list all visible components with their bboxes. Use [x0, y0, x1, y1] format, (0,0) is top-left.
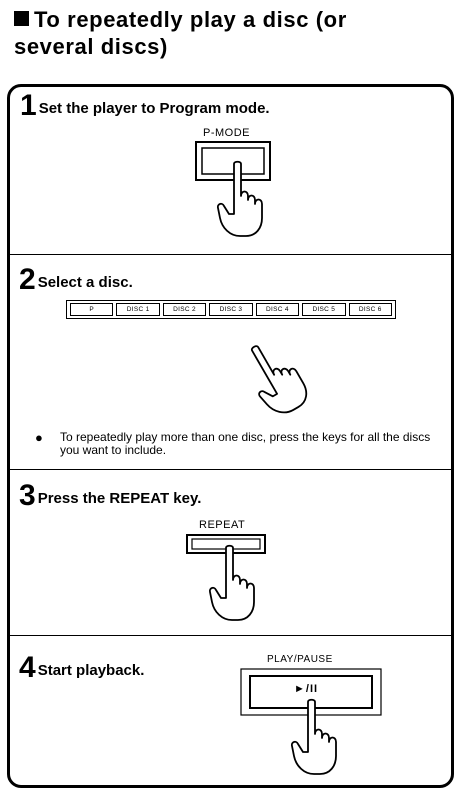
disc-key-1[interactable]: DISC 1 — [116, 303, 159, 316]
hand-pointer-icon — [208, 544, 258, 624]
hand-pointer-icon — [290, 698, 340, 778]
title-line-1: To repeatedly play a disc (or — [34, 7, 347, 32]
step-number: 2 — [19, 266, 36, 294]
square-bullet-icon — [14, 11, 29, 26]
note-text: To repeatedly play more than one disc, p… — [38, 431, 450, 457]
step-text: Press the REPEAT key. — [38, 490, 202, 510]
step-number: 3 — [19, 482, 36, 510]
step-text: Select a disc. — [38, 274, 133, 294]
hand-pointer-icon — [246, 338, 316, 414]
step-text: Set the player to Program mode. — [39, 100, 270, 120]
step-number: 4 — [19, 654, 36, 682]
disc-key-4[interactable]: DISC 4 — [256, 303, 299, 316]
play-pause-symbol: ►/II — [294, 683, 318, 695]
title-line-2: several discs) — [14, 33, 458, 60]
step-2-heading: 2 Select a disc. — [19, 266, 133, 294]
repeat-key-label: REPEAT — [199, 519, 245, 531]
page-title: To repeatedly play a disc (or several di… — [14, 6, 458, 60]
disc-key-2[interactable]: DISC 2 — [163, 303, 206, 316]
p-mode-key-label: P-MODE — [203, 127, 250, 139]
multi-disc-note: ● To repeatedly play more than one disc,… — [38, 431, 450, 457]
step-text: Start playback. — [38, 662, 145, 682]
play-pause-key-label: PLAY/PAUSE — [267, 654, 333, 665]
step-divider — [10, 469, 451, 470]
step-1-heading: 1 Set the player to Program mode. — [20, 92, 270, 120]
disc-key-3[interactable]: DISC 3 — [209, 303, 252, 316]
step-divider — [10, 254, 451, 255]
bullet-icon: ● — [35, 431, 43, 444]
step-3-heading: 3 Press the REPEAT key. — [19, 482, 201, 510]
disc-key-5[interactable]: DISC 5 — [302, 303, 345, 316]
hand-pointer-icon — [216, 160, 266, 240]
step-divider — [10, 635, 451, 636]
disc-key-p[interactable]: P — [70, 303, 113, 316]
disc-key-6[interactable]: DISC 6 — [349, 303, 392, 316]
step-number: 1 — [20, 92, 37, 120]
step-4-heading: 4 Start playback. — [19, 654, 144, 682]
disc-key-panel: P DISC 1 DISC 2 DISC 3 DISC 4 DISC 5 DIS… — [66, 300, 396, 319]
